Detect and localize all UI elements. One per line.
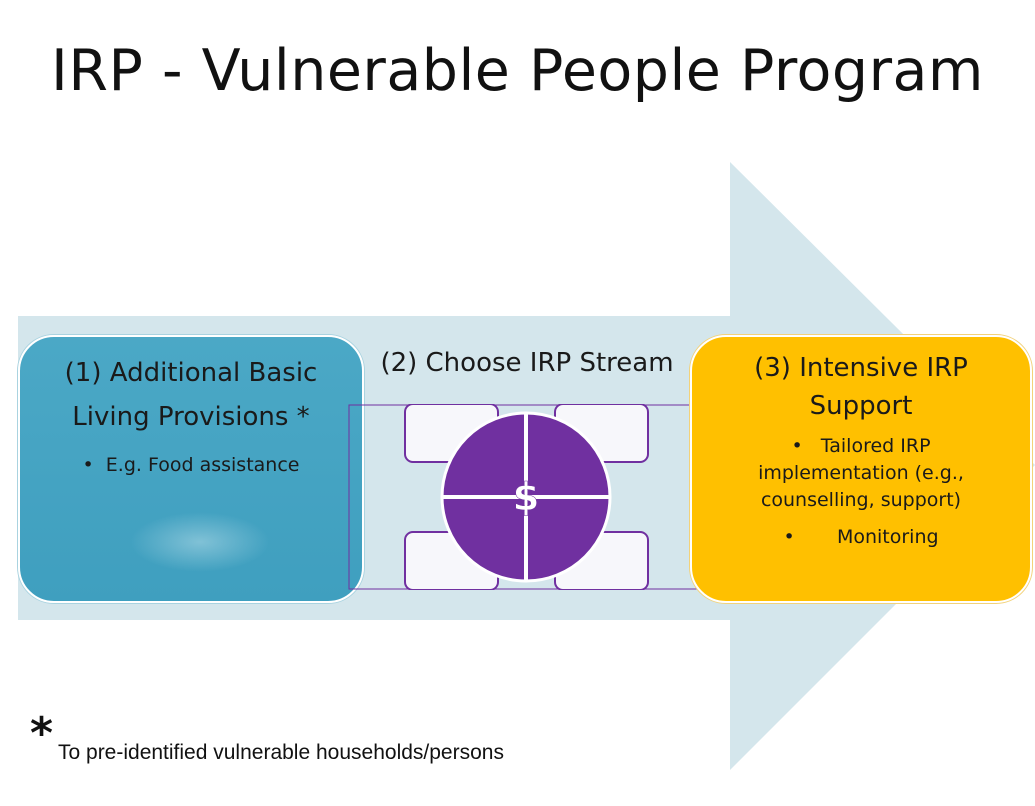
highlight-glow — [130, 512, 270, 572]
step-3-title: (3) Intensive IRP Support — [692, 337, 1030, 425]
step-3-title-line1: (3) Intensive IRP — [754, 353, 968, 383]
bullet-dot: • — [791, 435, 821, 457]
step-2-title: (2) Choose IRP Stream — [380, 348, 674, 378]
irp-stream-graphic: $ — [348, 404, 705, 590]
step-1-title-line1: (1) Additional Basic — [64, 358, 318, 388]
bullet-dot: • — [783, 526, 837, 548]
step-1-bullet: • E.g. Food assistance — [20, 451, 362, 479]
bullet-dot: • — [82, 454, 106, 476]
page-title: IRP - Vulnerable People Program — [51, 38, 984, 104]
quadrant-circle-icon — [440, 411, 612, 583]
step-3-bullet-1-line3: counselling, support) — [760, 489, 962, 511]
step-3-bullet-1: • Tailored IRP implementation (e.g., cou… — [692, 433, 1030, 514]
step-1-title-line2: Living Provisions * — [72, 402, 310, 432]
step-3-bullet-2: • Monitoring — [692, 524, 1030, 551]
footnote-text: To pre-identified vulnerable households/… — [58, 741, 504, 764]
step-1-title: (1) Additional Basic Living Provisions * — [20, 337, 362, 439]
step-1-bullet-text: E.g. Food assistance — [105, 454, 300, 476]
step-3-bullet-2-text: Monitoring — [836, 526, 939, 548]
footnote-marker: * — [30, 708, 54, 759]
step-3-bullet-1-line1: Tailored IRP — [820, 435, 931, 457]
step-1-box: (1) Additional Basic Living Provisions *… — [18, 335, 364, 603]
step-3-bullet-1-line2: implementation (e.g., — [758, 462, 964, 484]
step-3-box: (3) Intensive IRP Support • Tailored IRP… — [690, 335, 1032, 603]
dollar-icon: $ — [513, 475, 539, 519]
step-3-title-line2: Support — [809, 391, 913, 421]
